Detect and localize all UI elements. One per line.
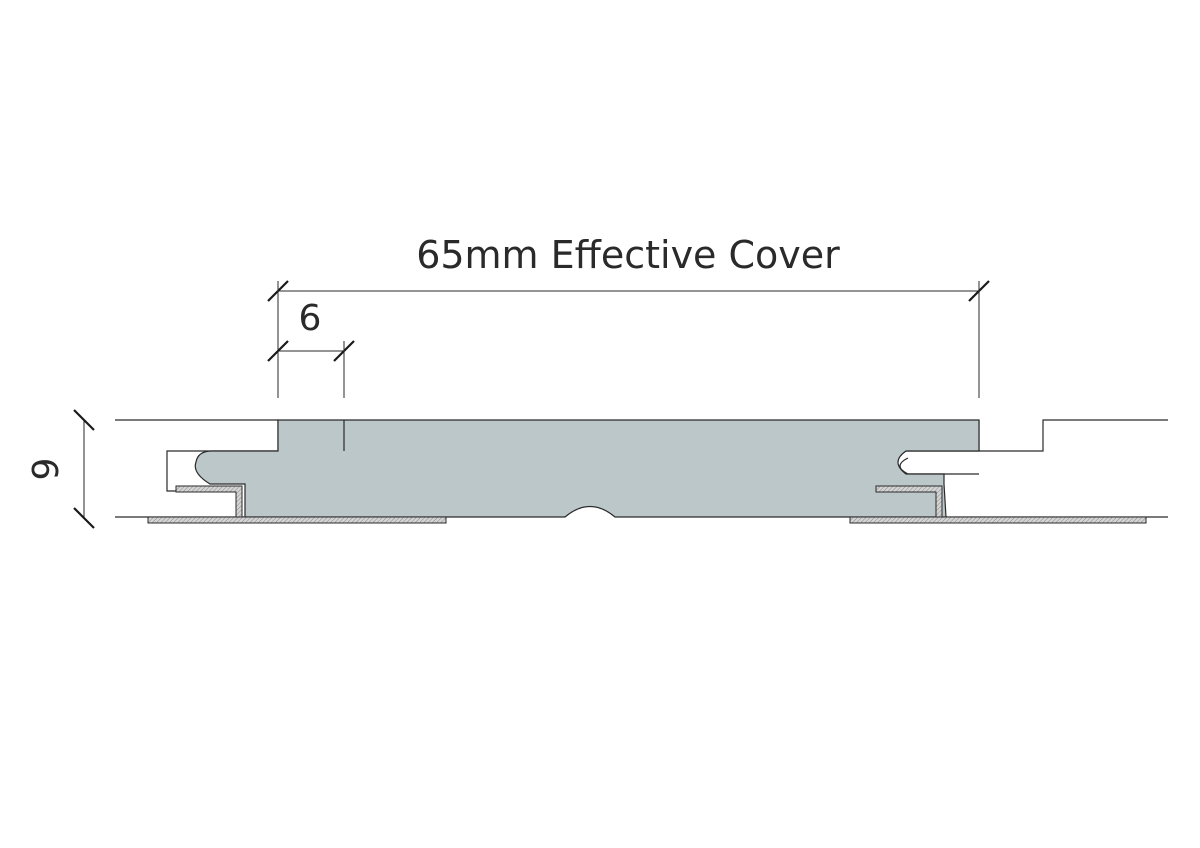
tongue-width-dimension: 6: [267, 298, 355, 398]
right-neighbour-groove-outline: [899, 457, 979, 475]
right-clip-base: [849, 516, 1147, 524]
left-clip-shape: [175, 485, 243, 518]
effective-cover-dimension: 65mm Effective Cover: [267, 233, 990, 398]
left-fixing-clip: [147, 485, 447, 524]
effective-cover-label: 65mm Effective Cover: [416, 233, 840, 277]
tongue-width-label: 6: [299, 298, 322, 339]
thickness-dimension: 9: [26, 409, 95, 529]
featured-board-profile: [194, 419, 980, 518]
thickness-top-tick: [73, 409, 95, 431]
thickness-bottom-tick: [73, 507, 95, 529]
tongue-width-left-tick: [267, 340, 289, 362]
left-clip-base: [147, 516, 447, 524]
right-fixing-clip: [849, 485, 1147, 524]
thickness-label: 9: [26, 458, 67, 481]
